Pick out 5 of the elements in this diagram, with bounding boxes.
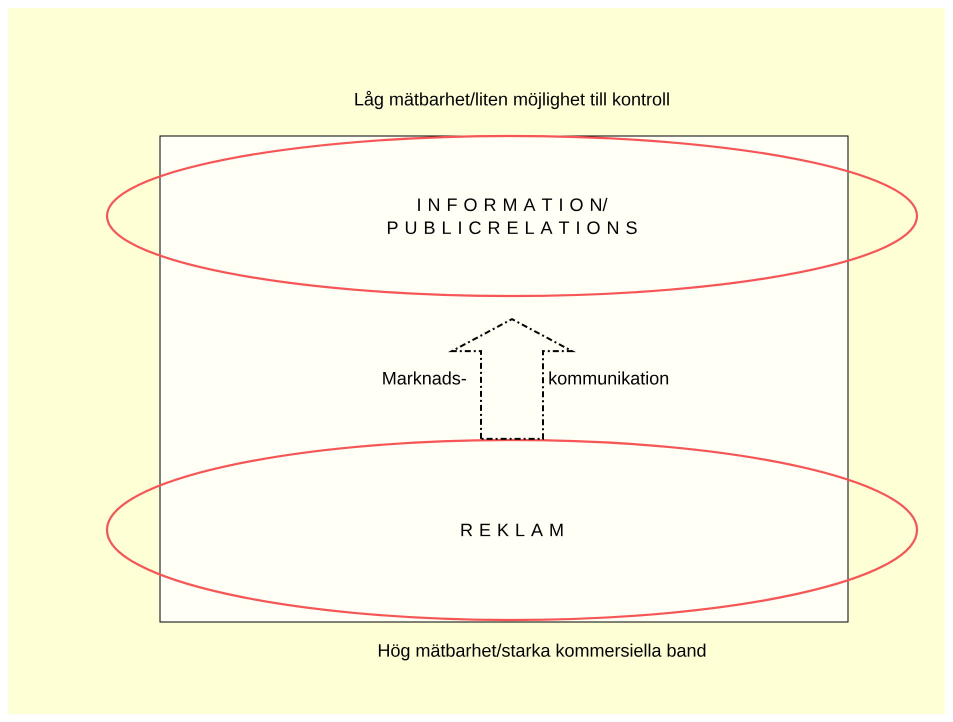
caption-text: Låg mätbarhet/liten möjlighet till kontroll bbox=[355, 90, 669, 110]
caption-text: Hög mätbarhet/starka kommersiella band bbox=[378, 644, 706, 660]
block-arrow bbox=[448, 318, 576, 440]
caption-text: Marknads- bbox=[383, 371, 466, 385]
caption-text: kommunikation bbox=[549, 371, 668, 385]
